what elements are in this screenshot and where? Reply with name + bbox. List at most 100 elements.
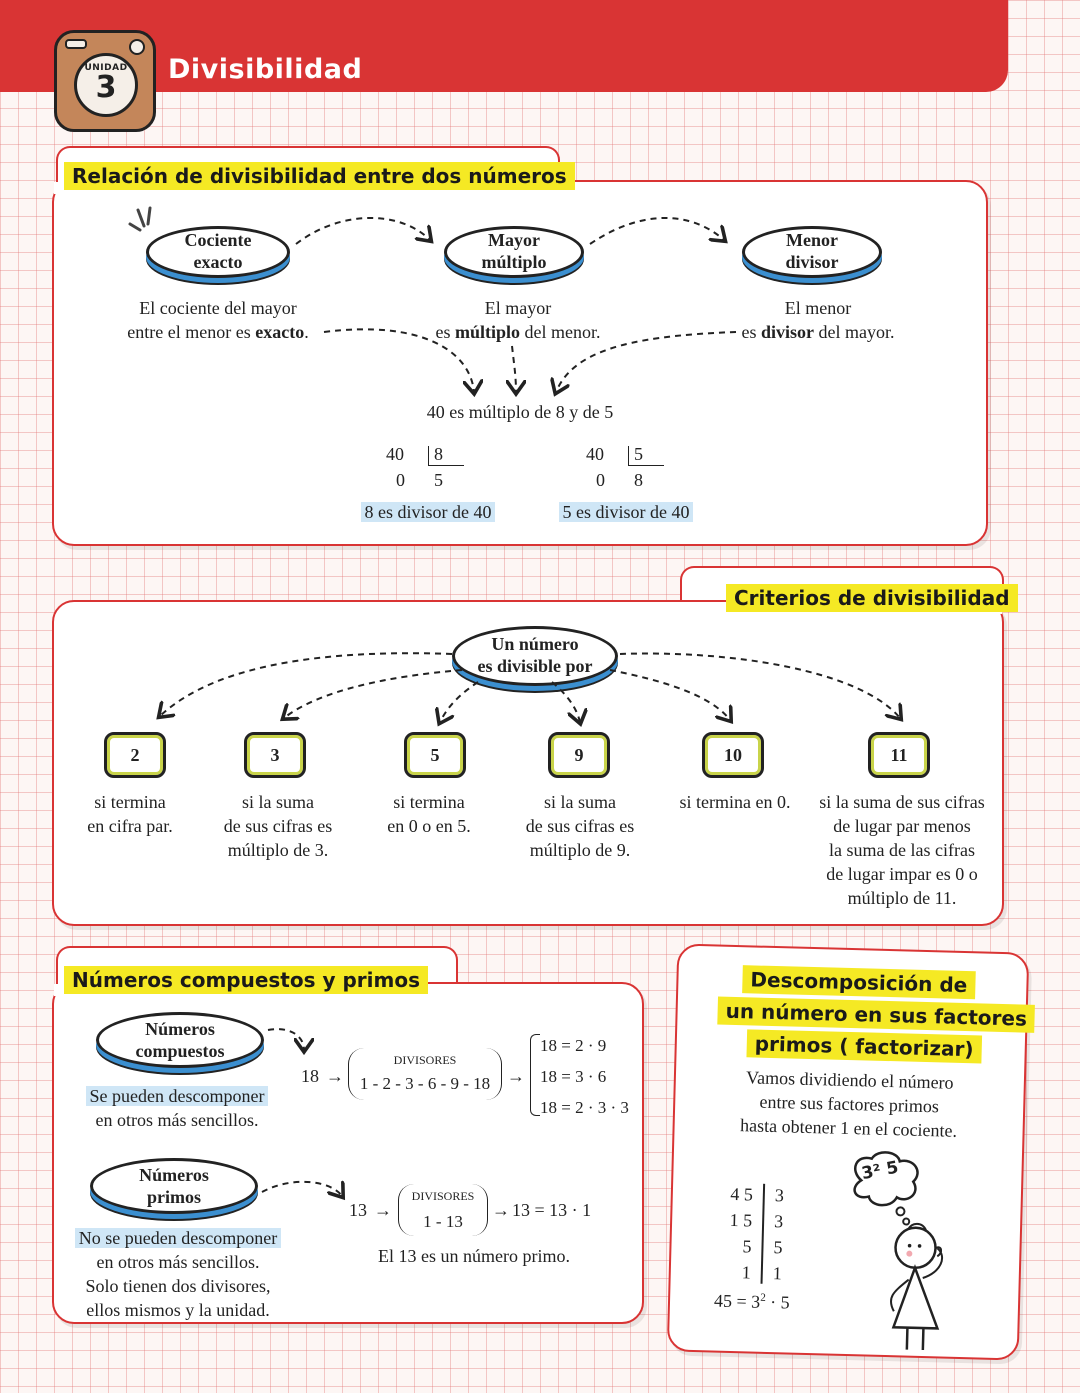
oval-numeros-primos: Números primos — [90, 1158, 258, 1214]
prime-divisors-paren — [398, 1184, 488, 1236]
note-text: 5 es divisor de 40 — [558, 502, 694, 522]
oval-menor-divisor: Menor divisor — [742, 226, 882, 278]
criteria-line: de sus cifras es — [223, 816, 333, 836]
division-bracket — [628, 446, 664, 466]
divisors-list: 1 - 13 — [423, 1212, 463, 1231]
criteria-box-11: 11 — [868, 732, 930, 778]
criteria-line: si termina — [393, 792, 465, 812]
division-2-note: 5 es divisor de 40 — [548, 500, 704, 524]
desc-line: ellos mismos y la unidad. — [86, 1300, 270, 1320]
quotient: 5 — [434, 470, 443, 490]
factorization-line: 18 = 2 · 3 · 3 — [540, 1098, 629, 1117]
desc-bold: múltiplo — [455, 322, 521, 342]
thinking-girl-illustration: 3² 5 — [837, 1150, 992, 1354]
desc-line: El cociente del mayor — [139, 298, 297, 318]
unit-badge: UNIDAD 3 — [54, 30, 156, 132]
division-1-note: 8 es divisor de 40 — [350, 500, 506, 524]
oval-line: Números — [139, 1165, 209, 1185]
camera-flash-icon — [65, 39, 87, 49]
desc-line: en otros más sencillos. — [95, 1110, 259, 1130]
dividend: 40 — [386, 444, 404, 464]
oval-line: Un número — [491, 634, 579, 654]
desc-line: Se pueden descomponer — [66, 1084, 288, 1108]
criteria-line: si termina en 0. — [679, 792, 791, 812]
header-band — [0, 0, 1008, 92]
factorization-line: 18 = 3 · 6 — [540, 1067, 607, 1086]
desc-line: Solo tienen dos divisores, — [85, 1276, 271, 1296]
arrow-icon: → — [492, 1200, 510, 1220]
prime-number: 13 — [349, 1200, 367, 1220]
oval-line: divisor — [785, 252, 839, 272]
criteria-text-5: si termina en 0 o en 5. — [370, 790, 488, 838]
criteria-box-5: 5 — [404, 732, 466, 778]
criteria-line: si termina — [94, 792, 166, 812]
divisor: 8 — [434, 444, 443, 464]
criteria-box-3: 3 — [244, 732, 306, 778]
desc-highlight: No se pueden descomponer — [74, 1228, 282, 1248]
relation-desc-2: El mayor es múltiplo del menor. — [404, 296, 632, 344]
criteria-line: de lugar impar es 0 o — [826, 864, 978, 884]
remainder: 0 — [396, 470, 405, 490]
factorization-list: 18 = 2 · 9 18 = 3 · 6 18 = 2 · 3 · 3 — [540, 1030, 640, 1123]
page-title: Divisibilidad — [168, 54, 363, 85]
oval-line: Mayor — [488, 230, 540, 250]
prime-note: El 13 es un número primo. — [378, 1246, 570, 1266]
division-2: 40 0 5 8 — [584, 444, 674, 496]
oval-line: Cociente — [184, 230, 252, 250]
desc-text: entre el menor es — [127, 322, 256, 342]
desc-line: No se pueden descomponer — [62, 1226, 294, 1250]
oval-divisible-por: Un número es divisible por — [452, 626, 618, 686]
arrow-icon: → — [326, 1066, 344, 1086]
prime-result: 13 = 13 · 1 — [512, 1200, 592, 1220]
unit-lens: UNIDAD 3 — [74, 53, 138, 117]
criteria-text-11: si la suma de sus cifras de lugar par me… — [806, 790, 998, 910]
desc-line: en otros más sencillos. — [96, 1252, 260, 1272]
criteria-line: múltiplo de 3. — [227, 840, 329, 860]
relation-desc-1: El cociente del mayor entre el menor es … — [100, 296, 336, 344]
composite-number: 18 — [301, 1066, 319, 1086]
desc-bold: exacto — [255, 322, 305, 342]
oval-line: exacto — [193, 252, 243, 272]
factor-card: Descomposición de un número en sus facto… — [666, 943, 1036, 1361]
oval-line: múltiplo — [481, 252, 547, 272]
dividend: 40 — [586, 444, 604, 464]
criteria-line: de lugar par menos — [833, 816, 971, 836]
oval-line: Números — [145, 1019, 215, 1039]
criteria-text-10: si termina en 0. — [672, 790, 798, 814]
oval-line: es divisible por — [477, 656, 593, 676]
criteria-line: en 0 o en 5. — [387, 816, 471, 836]
criteria-line: múltiplo de 9. — [529, 840, 631, 860]
criteria-text-9: si la suma de sus cifras es múltiplo de … — [508, 790, 652, 862]
criteria-line: la suma de las cifras — [829, 840, 975, 860]
prime-desc: No se pueden descomponer en otros más se… — [62, 1226, 294, 1322]
relation-example: 40 es múltiplo de 8 y de 5 — [426, 402, 614, 422]
oval-line: Menor — [786, 230, 838, 250]
desc-text: es — [435, 322, 455, 342]
oval-mayor-multiplo: Mayor múltiplo — [444, 226, 584, 278]
desc-line: El menor — [784, 298, 852, 318]
division-1: 40 0 8 5 — [384, 444, 474, 496]
oval-numeros-compuestos: Números compuestos — [96, 1012, 264, 1068]
criteria-line: si la suma — [544, 792, 616, 812]
criteria-text-2: si termina en cifra par. — [64, 790, 196, 838]
composite-divisors-paren — [348, 1048, 502, 1100]
unit-number: 3 — [95, 70, 117, 105]
remainder: 0 — [596, 470, 605, 490]
composite-title: Números compuestos y primos — [64, 966, 428, 994]
desc-line: es divisor del mayor. — [720, 320, 916, 344]
desc-text: del mayor. — [814, 322, 895, 342]
attention-marks-icon — [126, 204, 156, 240]
arrow-icon: → — [507, 1066, 525, 1086]
criteria-line: si la suma — [242, 792, 314, 812]
divisors-list: 1 - 2 - 3 - 6 - 9 - 18 — [359, 1074, 491, 1093]
unit-label: UNIDAD — [84, 63, 128, 73]
quotient: 8 — [634, 470, 643, 490]
desc-line: es múltiplo del menor. — [404, 320, 632, 344]
oval-line: primos — [147, 1187, 201, 1207]
criteria-box-9: 9 — [548, 732, 610, 778]
desc-text: es — [741, 322, 761, 342]
criteria-title: Criterios de divisibilidad — [726, 584, 1018, 612]
desc-highlight: Se pueden descomponer — [85, 1086, 269, 1106]
desc-text: . — [304, 322, 309, 342]
